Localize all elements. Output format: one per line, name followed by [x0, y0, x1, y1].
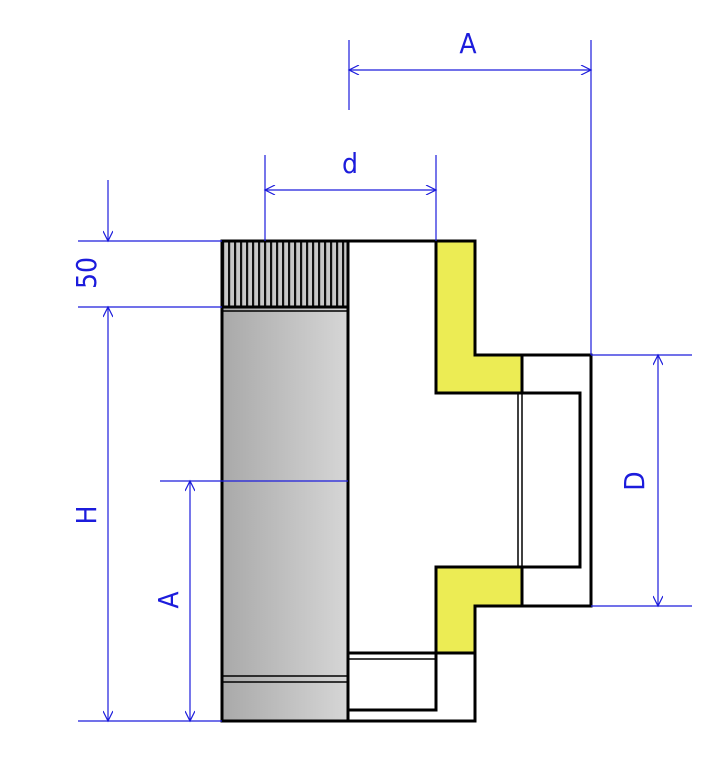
- insulation-bottom: [434, 565, 524, 655]
- dimension-label: D: [618, 471, 651, 490]
- dimension-H: H: [70, 307, 222, 721]
- dimension-label: 50: [70, 257, 103, 289]
- tee-body-outline: [222, 239, 593, 723]
- dimension-left-A: A: [152, 481, 348, 721]
- main-pipe: [220, 239, 350, 723]
- insulation-top: [434, 239, 524, 395]
- dimension-d: d: [265, 147, 436, 241]
- dimension-D: D: [591, 355, 692, 606]
- dimension-50: 50: [70, 180, 222, 308]
- dimension-label: H: [70, 506, 103, 525]
- dimension-label: A: [152, 591, 185, 609]
- dimension-label: A: [459, 27, 477, 60]
- bottom-inner: [348, 651, 438, 712]
- corrugated-collar: [220, 239, 350, 309]
- branch-inner: [522, 391, 582, 569]
- dimension-top-A: A: [349, 27, 591, 355]
- dimension-label: d: [342, 147, 358, 180]
